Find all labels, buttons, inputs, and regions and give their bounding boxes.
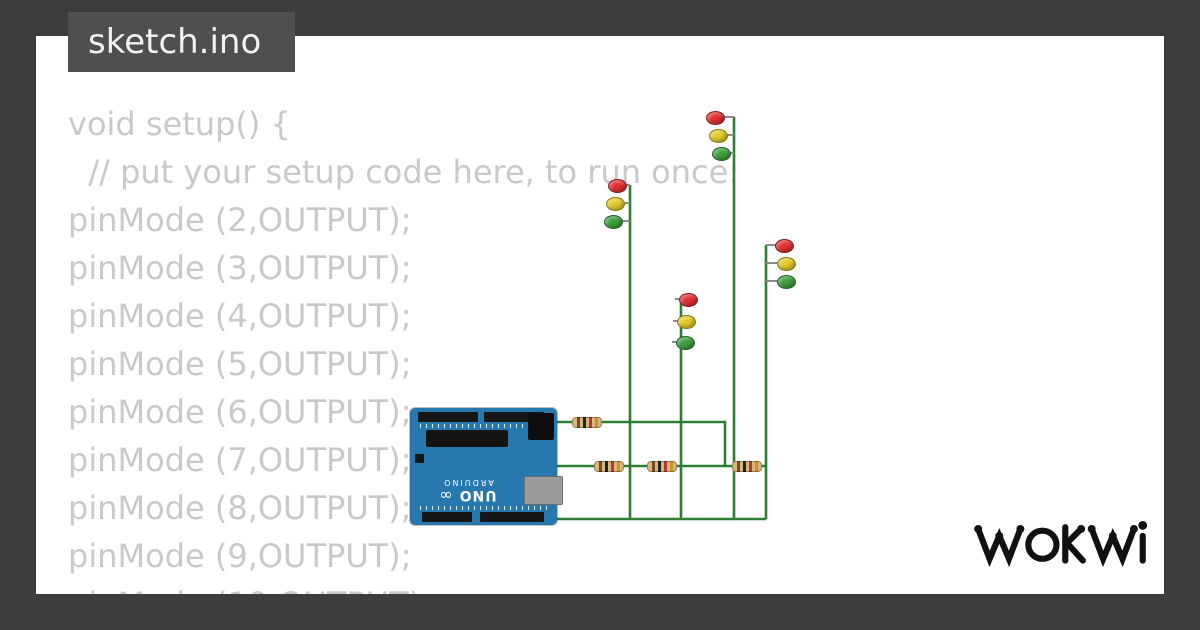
code-line: pinMode (8,OUTPUT); <box>68 489 412 527</box>
pin-header <box>422 512 472 522</box>
pin-labels <box>420 424 547 428</box>
circuit-diagram: UNO ∞ ARDUINO <box>36 36 1164 594</box>
led-yellow[interactable] <box>606 197 625 211</box>
board-label: UNO ∞ ARDUINO <box>416 478 520 505</box>
code-line: pinMode (3,OUTPUT); <box>68 249 412 287</box>
code-line: pinMode (2,OUTPUT); <box>68 201 412 239</box>
led-green[interactable] <box>712 147 731 161</box>
resistor[interactable] <box>572 417 602 428</box>
code-line: pinMode (7,OUTPUT); <box>68 441 412 479</box>
usb-connector <box>524 476 563 505</box>
code-editor[interactable]: void setup() { // put your setup code he… <box>68 100 739 594</box>
code-line: pinMode (4,OUTPUT); <box>68 297 412 335</box>
led-yellow[interactable] <box>777 257 796 271</box>
pin-labels <box>420 506 547 510</box>
led-green[interactable] <box>604 215 623 229</box>
code-line: pinMode (5,OUTPUT); <box>68 345 412 383</box>
code-line: pinMode (10,OUTPUT); <box>68 580 739 594</box>
resistor[interactable] <box>594 461 624 472</box>
resistor[interactable] <box>647 461 677 472</box>
led-red[interactable] <box>679 293 698 307</box>
led-yellow[interactable] <box>677 315 696 329</box>
board-name: UNO <box>458 487 497 503</box>
preview-card: void setup() { // put your setup code he… <box>36 36 1164 594</box>
wire-group <box>545 117 768 521</box>
led-legs-group <box>620 116 779 343</box>
code-line: pinMode (9,OUTPUT); <box>68 537 412 575</box>
tab-title: sketch.ino <box>88 22 262 62</box>
arduino-uno-board[interactable]: UNO ∞ ARDUINO <box>410 408 563 525</box>
code-line: pinMode (6,OUTPUT); <box>68 393 412 431</box>
board-brand: ARDUINO <box>442 478 494 487</box>
wokwi-logo[interactable] <box>972 518 1148 568</box>
pin-header <box>480 512 544 522</box>
code-line: // put your setup code here, to run once… <box>68 153 740 191</box>
led-green[interactable] <box>676 336 695 350</box>
pin-header <box>484 412 544 422</box>
led-red[interactable] <box>706 111 725 125</box>
code-line: void setup() { <box>68 105 291 143</box>
microcontroller-chip <box>426 430 508 447</box>
circuit-wires <box>545 116 779 521</box>
led-green[interactable] <box>777 275 796 289</box>
wire-segment <box>630 420 727 466</box>
tab-sketch-ino[interactable]: sketch.ino <box>68 12 296 72</box>
pin-header <box>418 412 478 422</box>
arduino-logo-icon: ∞ <box>439 486 453 505</box>
led-yellow[interactable] <box>709 129 728 143</box>
power-jack <box>528 413 554 440</box>
wokwi-logo-icon <box>974 521 1148 568</box>
led-red[interactable] <box>775 239 794 253</box>
resistor[interactable] <box>732 461 762 472</box>
icsp-header <box>415 454 424 463</box>
led-red[interactable] <box>608 179 627 193</box>
